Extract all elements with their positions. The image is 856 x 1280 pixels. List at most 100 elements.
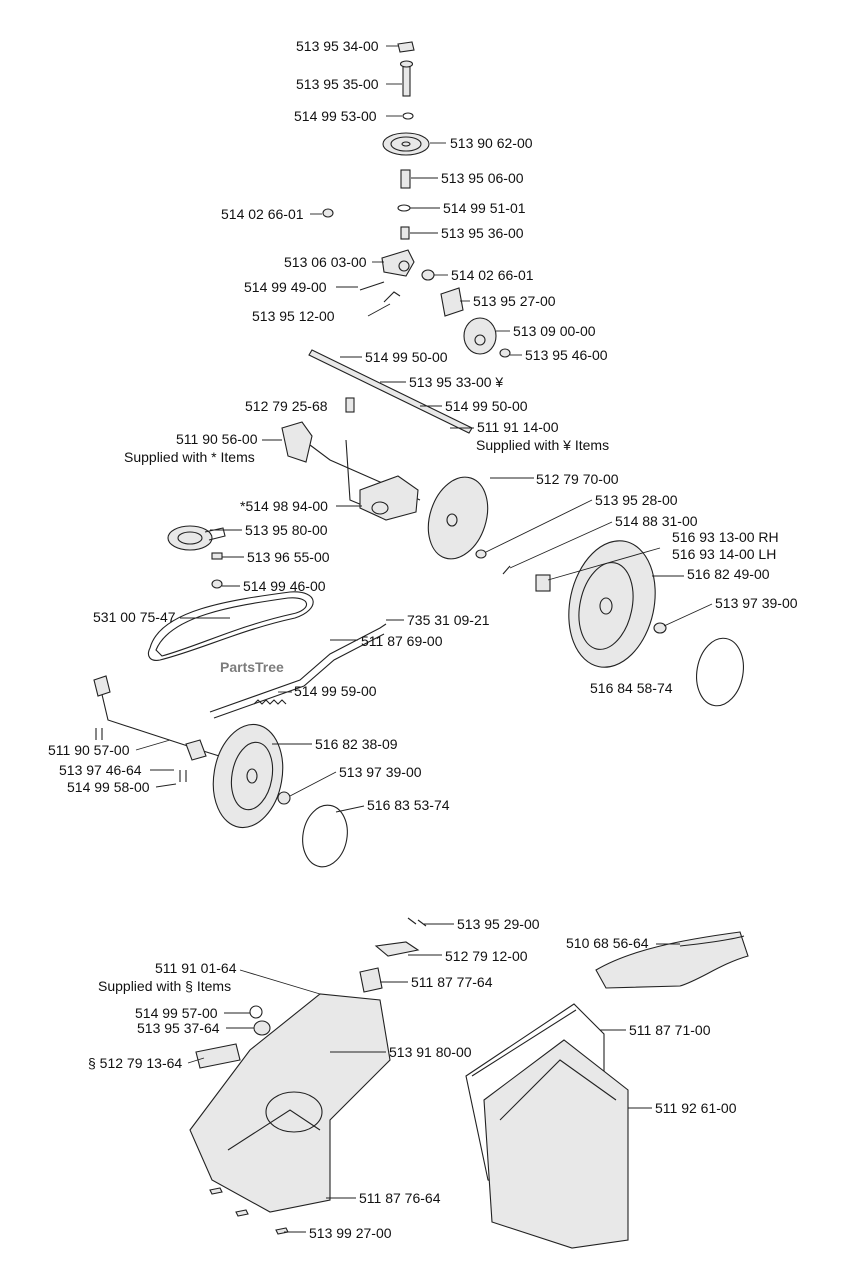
label-511-87-69-00: 511 87 69-00 xyxy=(361,633,443,649)
part-spring xyxy=(400,226,410,240)
label-512-79-13-64: § 512 79 13-64 xyxy=(88,1055,182,1071)
part-ring xyxy=(397,204,411,212)
label-513-95-29-00: 513 95 29-00 xyxy=(457,916,540,932)
label-513-97-46-64: 513 97 46-64 xyxy=(59,762,142,778)
part-belt xyxy=(147,591,314,661)
part-rear-wheel xyxy=(568,540,656,668)
part-washer-left xyxy=(322,208,334,218)
label-510-68-56-64: 510 68 56-64 xyxy=(566,935,649,951)
part-housing xyxy=(189,993,391,1213)
label-513-95-06-00: 513 95 06-00 xyxy=(441,170,524,186)
part-spring-long xyxy=(253,699,287,705)
label-514-99-50-00-a: 514 99 50-00 xyxy=(365,349,448,365)
part-pulley-disc xyxy=(463,317,497,355)
label-511-91-14-00: 511 91 14-00 xyxy=(477,419,559,435)
label-512-79-12-00: 512 79 12-00 xyxy=(445,948,528,964)
part-nut xyxy=(499,348,511,358)
part-front-axle xyxy=(93,675,233,761)
label-511-87-76-64: 511 87 76-64 xyxy=(359,1190,441,1206)
label-supplied-yen: Supplied with ¥ Items xyxy=(476,437,609,453)
label-supplied-star: Supplied with * Items xyxy=(124,449,255,465)
label-511-87-71-00: 511 87 71-00 xyxy=(629,1022,711,1038)
label-513-95-46-00: 513 95 46-00 xyxy=(525,347,608,363)
part-labels: 513 95 34-00 513 95 35-00 514 99 53-00 5… xyxy=(48,38,798,1241)
label-513-95-28-00: 513 95 28-00 xyxy=(595,492,678,508)
part-link xyxy=(383,291,401,303)
label-512-79-25-68: 512 79 25-68 xyxy=(245,398,328,414)
watermark: PartsTree xyxy=(220,659,284,675)
label-supplied-section: Supplied with § Items xyxy=(98,978,231,994)
part-screws-left xyxy=(95,728,103,740)
label-516-83-53-74: 516 83 53-74 xyxy=(367,797,450,813)
part-chute xyxy=(595,931,749,989)
label-513-09-00-00: 513 09 00-00 xyxy=(513,323,596,339)
label-514-99-57-00: 514 99 57-00 xyxy=(135,1005,218,1021)
part-hexnut xyxy=(211,579,223,589)
part-deflector-disc xyxy=(427,476,489,560)
part-bag xyxy=(483,1039,629,1249)
part-shaft xyxy=(400,169,411,189)
label-513-97-39-00-b: 513 97 39-00 xyxy=(339,764,422,780)
label-516-93-13-00-rh: 516 93 13-00 RH xyxy=(672,529,779,545)
label-513-95-80-00: 513 95 80-00 xyxy=(245,522,328,538)
label-513-95-33-00: 513 95 33-00 ¥ xyxy=(409,374,503,390)
label-511-90-56-00: 511 90 56-00 xyxy=(176,431,258,447)
label-513-95-35-00: 513 95 35-00 xyxy=(296,76,379,92)
label-512-79-70-00: 512 79 70-00 xyxy=(536,471,619,487)
label-514-98-94-00: *514 98 94-00 xyxy=(240,498,328,514)
part-pin-r xyxy=(502,565,511,575)
part-bolt xyxy=(211,552,223,560)
label-513-95-36-00: 513 95 36-00 xyxy=(441,225,524,241)
part-hubcap-r xyxy=(696,637,744,707)
part-foam-strip xyxy=(195,1043,241,1069)
label-735-31-09-21: 735 31 09-21 xyxy=(407,612,490,628)
leader-lines xyxy=(135,45,713,1233)
label-513-06-03-00: 513 06 03-00 xyxy=(284,254,367,270)
part-clips-bottom xyxy=(209,1187,289,1235)
part-flap xyxy=(359,967,383,993)
part-clip xyxy=(397,41,415,53)
part-nut-front xyxy=(277,791,291,805)
label-514-02-66-01-b: 514 02 66-01 xyxy=(451,267,534,283)
part-washer-right xyxy=(421,269,435,281)
label-511-87-77-64: 511 87 77-64 xyxy=(411,974,493,990)
part-axle xyxy=(308,349,473,434)
part-grommet xyxy=(249,1005,263,1019)
part-hinge-bracket xyxy=(374,941,420,957)
label-514-99-49-00: 514 99 49-00 xyxy=(244,279,327,295)
label-516-82-38-09: 516 82 38-09 xyxy=(315,736,398,752)
label-531-00-75-47: 531 00 75-47 xyxy=(93,609,176,625)
label-516-82-49-00: 516 82 49-00 xyxy=(687,566,770,582)
label-514-99-59-00: 514 99 59-00 xyxy=(294,683,377,699)
label-513-95-12-00: 513 95 12-00 xyxy=(252,308,335,324)
label-514-99-50-00-b: 514 99 50-00 xyxy=(445,398,528,414)
part-hubcap-front xyxy=(302,804,348,868)
label-511-92-61-00: 511 92 61-00 xyxy=(655,1100,737,1116)
part-drive-lever xyxy=(281,421,421,506)
part-bracket-assembly xyxy=(381,249,415,277)
part-gearbox xyxy=(359,475,419,521)
label-513-90-62-00: 513 90 62-00 xyxy=(450,135,533,151)
part-small-washer-r xyxy=(475,549,487,559)
part-pin xyxy=(399,60,414,97)
label-514-99-46-00: 514 99 46-00 xyxy=(243,578,326,594)
label-514-99-58-00: 514 99 58-00 xyxy=(67,779,150,795)
label-514-99-53-00: 514 99 53-00 xyxy=(294,108,377,124)
part-pulley-wheel xyxy=(382,132,430,156)
part-front-wheel xyxy=(212,723,284,829)
part-nut-r xyxy=(653,622,667,634)
label-513-96-55-00: 513 96 55-00 xyxy=(247,549,330,565)
label-514-02-66-01-a: 514 02 66-01 xyxy=(221,206,304,222)
label-513-95-34-00: 513 95 34-00 xyxy=(296,38,379,54)
part-clips-top xyxy=(407,917,427,927)
label-516-84-58-74: 516 84 58-74 xyxy=(590,680,673,696)
label-513-99-27-00: 513 99 27-00 xyxy=(309,1225,392,1241)
part-key xyxy=(345,397,355,413)
part-drive-pulley xyxy=(167,525,226,551)
label-516-93-14-00-lh: 516 93 14-00 LH xyxy=(672,546,776,562)
part-plate xyxy=(440,287,464,317)
label-511-91-01-64: 511 91 01-64 xyxy=(155,960,237,976)
label-514-88-31-00: 514 88 31-00 xyxy=(615,513,698,529)
label-514-99-51-01: 514 99 51-01 xyxy=(443,200,526,216)
